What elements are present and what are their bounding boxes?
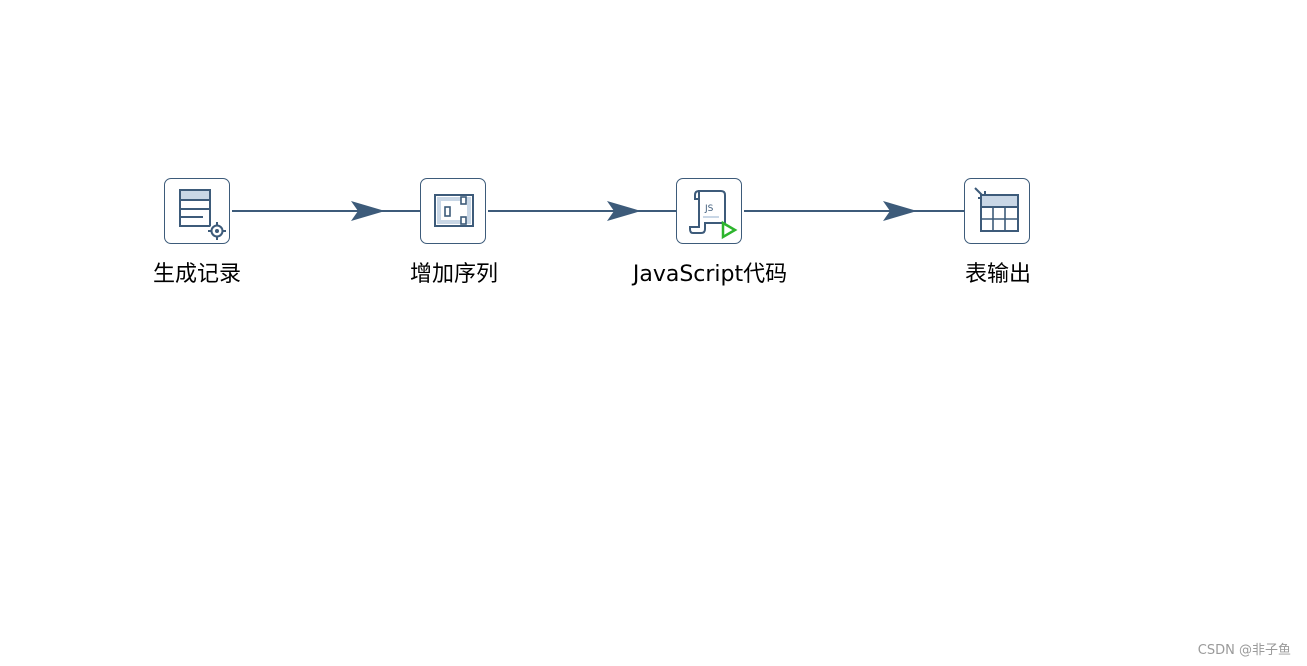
- step-add-sequence[interactable]: [420, 178, 486, 244]
- add-sequence-icon: [434, 194, 474, 227]
- step-label-generate-rows: 生成记录: [152, 262, 241, 287]
- hop-arrow-icon: [883, 201, 917, 221]
- hop-arrow-icon: [351, 201, 385, 221]
- run-arrow-icon: [721, 220, 738, 240]
- step-generate-rows[interactable]: [164, 178, 230, 244]
- svg-text:JS: JS: [704, 204, 714, 214]
- hop-1-to-2[interactable]: [488, 201, 676, 221]
- step-label-javascript: JavaScript代码: [632, 262, 788, 287]
- hop-arrow-icon: [607, 201, 641, 221]
- step-table-output[interactable]: [964, 178, 1030, 244]
- watermark: CSDN @非子鱼: [1197, 643, 1291, 658]
- javascript-script-icon: JS: [689, 190, 738, 240]
- table-output-icon: [974, 187, 1019, 232]
- step-label-add-sequence: 增加序列: [409, 262, 498, 287]
- step-javascript[interactable]: JS: [676, 178, 742, 244]
- hop-2-to-3[interactable]: [744, 201, 964, 221]
- hop-0-to-1[interactable]: [232, 201, 420, 221]
- generate-rows-icon: [179, 189, 226, 240]
- step-label-table-output: 表输出: [964, 262, 1031, 287]
